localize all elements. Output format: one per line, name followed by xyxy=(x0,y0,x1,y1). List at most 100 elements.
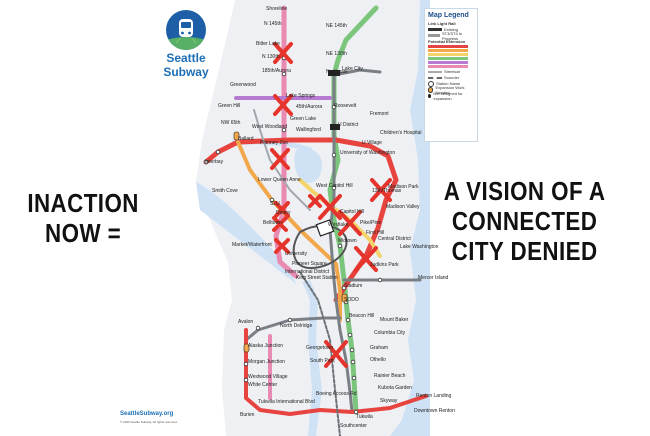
station-label: Smith Cove xyxy=(212,188,238,194)
seattle-subway-logo[interactable]: Seattle Subway xyxy=(156,10,216,78)
station-label: NE 130th xyxy=(326,51,347,57)
legend-color-swatches xyxy=(428,45,474,68)
station-label: King Street Station xyxy=(296,275,338,281)
station-label: N 145th xyxy=(264,21,282,27)
x-mark-aurora-mid xyxy=(273,94,293,116)
station-label: Lake Springs xyxy=(286,93,316,99)
legend-swatch-streetcar xyxy=(428,70,442,73)
northgate-hub xyxy=(328,70,340,76)
station-label: White Center xyxy=(248,382,278,388)
station-label: Kubota Garden xyxy=(378,385,412,391)
station-label: U Village xyxy=(362,140,382,146)
station-label: Burien xyxy=(240,412,255,418)
station-dot-icon xyxy=(428,80,434,87)
x-mark-capitol-hill xyxy=(318,194,342,220)
station-label: Judkins Park xyxy=(370,262,399,268)
station-label: Pike/Pine xyxy=(360,220,381,226)
station-label: Othello xyxy=(370,357,386,363)
station-label: Stadium xyxy=(344,283,362,289)
lake-union xyxy=(294,148,322,183)
headline-left-line-1: INACTION xyxy=(27,188,139,218)
legend-swatch-sounder xyxy=(428,76,442,79)
headline-right-line-2: CONNECTED xyxy=(451,206,598,236)
legend-expansion: Expansion Work Needed xyxy=(435,84,465,95)
station-label: Ballard xyxy=(238,136,254,142)
headline-left-line-2: NOW = xyxy=(45,218,122,248)
legend-color-swatch xyxy=(428,57,468,60)
footer-credit: © 2023 Seattle Subway. All rights reserv… xyxy=(120,420,178,424)
station-label: University xyxy=(285,251,307,257)
headline-right: A VISION OF A CONNECTED CITY DENIED xyxy=(430,176,619,266)
station-label: 13th/Thomas xyxy=(372,188,402,194)
station-label: Belltown xyxy=(263,220,282,226)
station-label: Alaska Junction xyxy=(248,343,283,349)
station-label: Green Lake xyxy=(290,116,316,122)
station-label: Georgetown xyxy=(306,345,333,351)
station-label: N 130th xyxy=(262,54,280,60)
legend-title: Map Legend xyxy=(428,12,469,19)
elliott-bay xyxy=(196,182,296,284)
station-label: Northgate xyxy=(326,69,348,75)
station-label: Central District xyxy=(378,236,411,242)
station-label: Mercer Island xyxy=(418,275,449,281)
station-label: Westwood Village xyxy=(248,374,288,380)
station-label: Beacon Hill xyxy=(349,313,374,319)
station-label: Phinney Zoo xyxy=(260,140,288,146)
station-label: SLU xyxy=(270,201,280,207)
station-label: Market/Waterfront xyxy=(232,242,272,248)
station-label: NE 145th xyxy=(326,23,347,29)
station-label: Morgan Junction xyxy=(248,359,285,365)
station-label: West Capitol Hill xyxy=(316,183,353,189)
station-label: Graham xyxy=(370,345,388,351)
legend-swatch-st3 xyxy=(428,34,440,37)
station-label: U District xyxy=(338,122,359,128)
x-mark-lake-union xyxy=(308,194,322,208)
lake-washington xyxy=(372,0,430,436)
station-label: Capitol Hill xyxy=(340,209,364,215)
udistrict-hub xyxy=(330,124,340,130)
legend-station-name: Station Name xyxy=(436,81,461,86)
station-label: Bitter Lake xyxy=(256,41,280,47)
legend-color-swatch xyxy=(428,61,468,64)
station-label: Tukwila International Blvd xyxy=(258,399,315,405)
line-yellow xyxy=(298,178,382,258)
station-label: Fremont xyxy=(370,111,389,117)
line-west-seattle-red xyxy=(244,328,428,416)
expansion-icon xyxy=(428,86,434,93)
puget-sound-water xyxy=(150,0,235,436)
x-mark-central-district xyxy=(354,246,378,272)
station-label: Skyway xyxy=(380,398,398,404)
footer-url[interactable]: SeattleSubway.org xyxy=(120,411,174,417)
station-label: Downtown Renton xyxy=(414,408,455,414)
train-icon xyxy=(166,10,206,50)
legend-color-swatch xyxy=(428,65,468,68)
station-label: Interbay xyxy=(205,159,224,165)
logo-line-1: Seattle xyxy=(166,51,206,65)
station-label: Lower Queen Anne xyxy=(258,177,301,183)
legend-not-designed: Not designed for expansion xyxy=(433,90,463,101)
x-mark-madison xyxy=(370,178,392,202)
station-label: Mount Baker xyxy=(380,317,409,323)
station-label: University of Washington xyxy=(340,150,395,156)
line-orange xyxy=(236,140,342,322)
line-ne-gray xyxy=(332,68,382,77)
land-area xyxy=(196,0,432,436)
red-x-marks xyxy=(270,42,392,368)
station-label: Denny xyxy=(276,210,291,216)
station-label: NW 65th xyxy=(221,120,241,126)
x-mark-university xyxy=(274,238,290,254)
station-label: 185th/Aurora xyxy=(262,68,291,74)
station-label: Columbia City xyxy=(374,330,406,336)
station-label: South Park xyxy=(310,358,335,364)
station-label: Madison Park xyxy=(388,184,419,190)
map-legend: Map Legend Link Light Rail Existing ST3/… xyxy=(424,8,478,142)
station-label: Children's Hospital xyxy=(380,130,422,136)
station-label: Madison Valley xyxy=(386,204,420,210)
station-label: SODO xyxy=(344,297,359,303)
x-mark-belltown xyxy=(272,216,288,232)
logo-line-2: Subway xyxy=(163,65,209,79)
line-streetcar-gray xyxy=(253,109,311,211)
westlake-hub xyxy=(315,219,335,237)
